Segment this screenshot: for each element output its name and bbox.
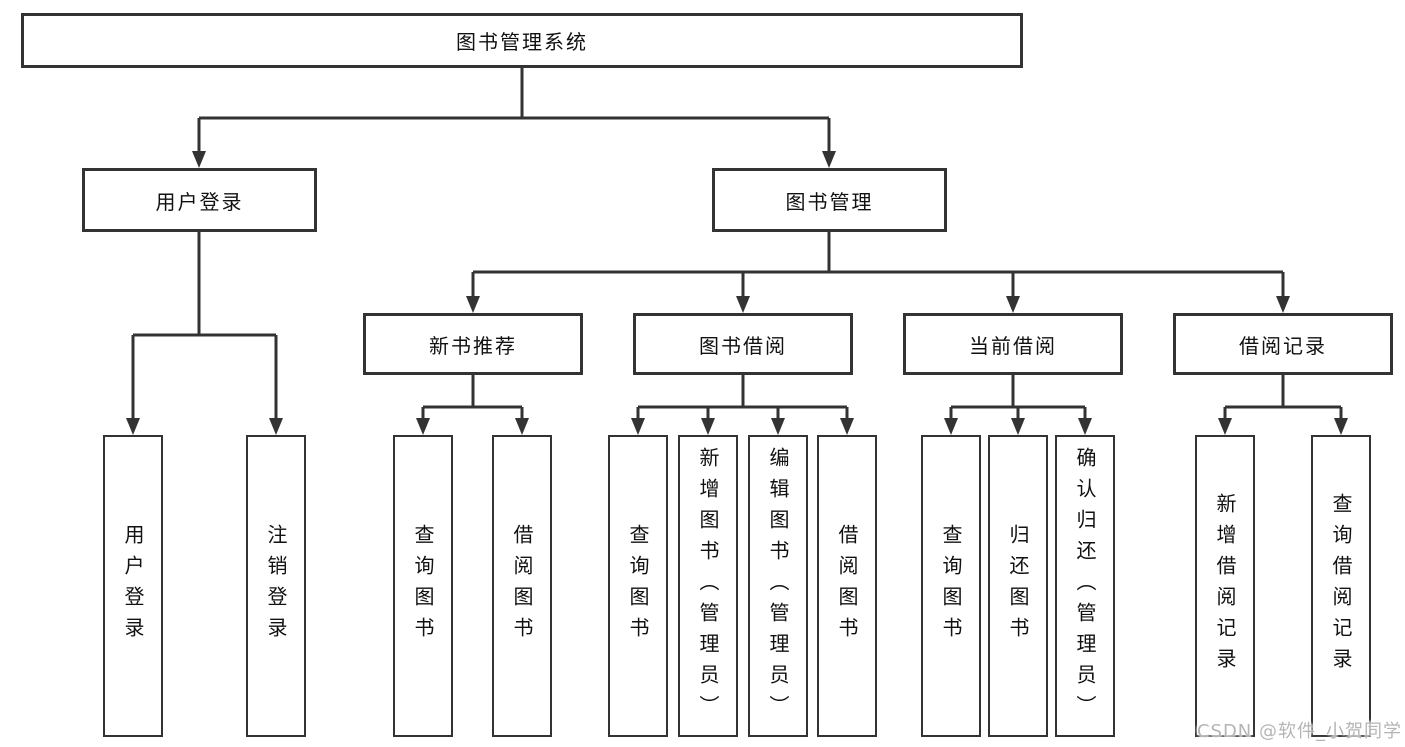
node-new-book-recommend: 新书推荐 [363,313,583,375]
leaf-borrow-add-books-admin-label: 新增图书（管理员） [696,446,720,726]
leaf-borrow-borrow-books-label: 借阅图书 [835,524,859,648]
leaf-borrow-query-books-label: 查询图书 [626,524,650,648]
node-book-borrow: 图书借阅 [633,313,853,375]
connector-book-borrow-children [631,375,854,435]
leaf-records-query-borrow-record-label: 查询借阅记录 [1329,493,1353,679]
leaf-current-confirm-return-admin: 确认归还（管理员） [1055,435,1115,737]
node-current-borrow-label: 当前借阅 [969,333,1057,358]
leaf-borrow-add-books-admin: 新增图书（管理员） [678,435,738,737]
leaf-records-add-borrow-record-label: 新增借阅记录 [1213,493,1237,679]
leaf-records-add-borrow-record: 新增借阅记录 [1195,435,1255,737]
connector-book-management-sections [466,232,1290,313]
node-user-login-label: 用户登录 [155,189,244,214]
leaf-current-confirm-return-admin-label: 确认归还（管理员） [1073,446,1097,726]
connector-root-to-branches [192,68,836,168]
node-new-book-recommend-label: 新书推荐 [429,333,517,358]
node-borrow-records: 借阅记录 [1173,313,1393,375]
leaf-records-query-borrow-record: 查询借阅记录 [1311,435,1371,737]
leaf-borrow-query-books: 查询图书 [608,435,668,737]
leaf-borrow-borrow-books: 借阅图书 [817,435,877,737]
leaf-current-return-books-label: 归还图书 [1006,524,1030,648]
leaf-logout-label: 注销登录 [264,524,288,648]
leaf-current-query-books: 查询图书 [921,435,981,737]
leaf-borrow-edit-books-admin-label: 编辑图书（管理员） [766,446,790,726]
csdn-watermark: CSDN @软件_小贺同学 [1196,721,1402,742]
connector-borrow-records-children [1218,375,1348,435]
leaf-newbook-borrow-books: 借阅图书 [492,435,552,737]
node-book-management-label: 图书管理 [785,189,874,214]
leaf-current-query-books-label: 查询图书 [939,524,963,648]
leaf-current-return-books: 归还图书 [988,435,1048,737]
connector-user-login-children [126,232,283,435]
leaf-newbook-query-books: 查询图书 [393,435,453,737]
leaf-newbook-query-books-label: 查询图书 [411,524,435,648]
leaf-user-login: 用户登录 [103,435,163,737]
leaf-newbook-borrow-books-label: 借阅图书 [510,524,534,648]
leaf-user-login-label: 用户登录 [121,524,145,648]
node-library-management-system: 图书管理系统 [21,13,1023,68]
connector-new-book-recommend-children [416,375,529,435]
node-book-management: 图书管理 [712,168,947,232]
node-current-borrow: 当前借阅 [903,313,1123,375]
leaf-logout: 注销登录 [246,435,306,737]
leaf-borrow-edit-books-admin: 编辑图书（管理员） [748,435,808,737]
connector-current-borrow-children [944,375,1092,435]
node-library-management-system-label: 图书管理系统 [456,30,588,54]
node-borrow-records-label: 借阅记录 [1239,333,1327,358]
node-user-login: 用户登录 [82,168,317,232]
node-book-borrow-label: 图书借阅 [699,333,787,358]
